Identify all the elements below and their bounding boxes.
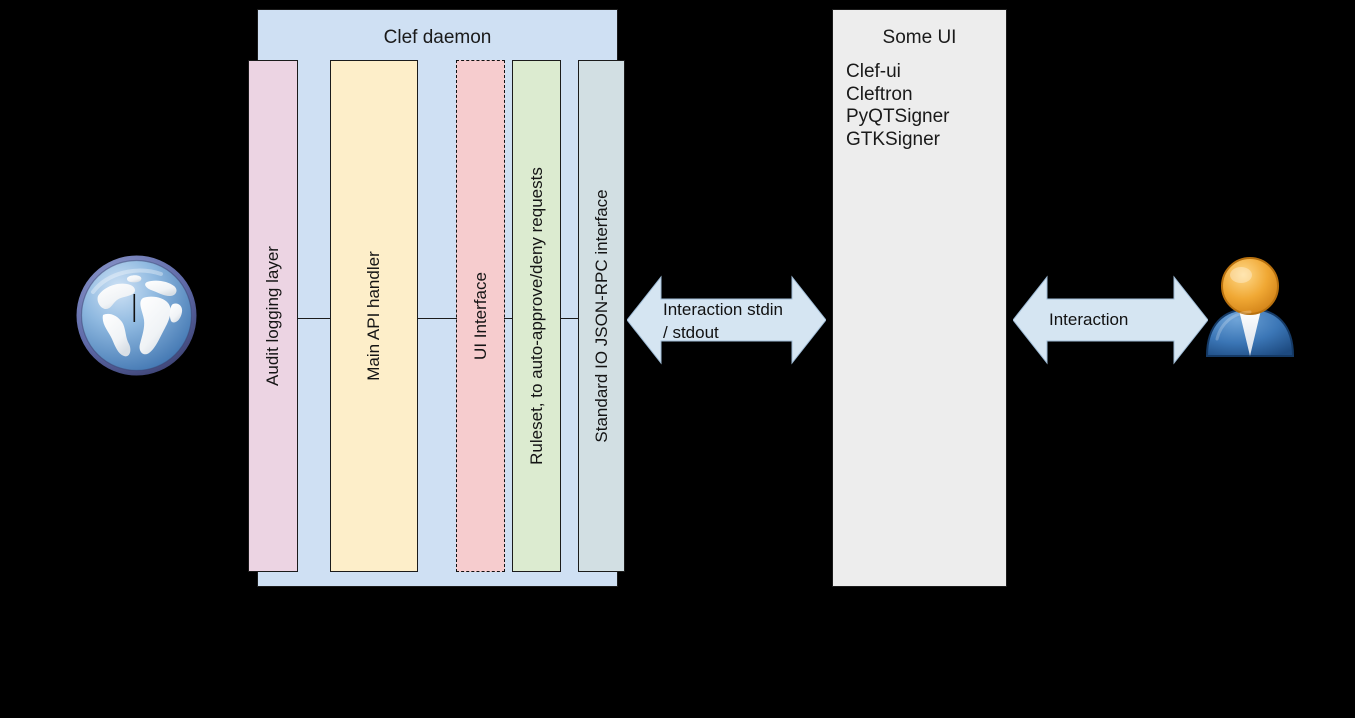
some-ui-container: Some UI Clef-ui Cleftron PyQTSigner GTKS… <box>832 9 1007 587</box>
stdin-stdout-arrow-label: Interaction stdin / stdout <box>663 300 784 342</box>
column-label: Ruleset, to auto-approve/deny requests <box>526 167 546 465</box>
clef-daemon-container: Clef daemon <box>257 9 618 587</box>
interaction-arrow[interactable]: Interaction <box>1013 272 1208 368</box>
clef-daemon-title: Clef daemon <box>383 27 492 48</box>
globe-icon <box>73 252 200 379</box>
list-item: PyQTSigner <box>846 106 950 127</box>
interaction-arrow-label: Interaction <box>1049 310 1129 329</box>
column-label: UI Interface <box>470 272 490 360</box>
connector-ui-to-ruleset <box>504 318 513 319</box>
connector-audit-to-api <box>297 318 331 319</box>
connector-ruleset-to-stdio <box>560 318 579 319</box>
column-label: Audit logging layer <box>263 246 282 386</box>
some-ui-list: Clef-ui Cleftron PyQTSigner GTKSigner <box>846 61 949 151</box>
connector-api-to-ui <box>417 318 457 319</box>
column-main-api-handler[interactable]: Main API handler <box>330 60 418 572</box>
list-item: Cleftron <box>846 83 913 105</box>
column-standard-io-jsonrpc[interactable]: Standard IO JSON-RPC interface <box>578 60 625 572</box>
column-ui-interface[interactable]: UI Interface <box>456 60 505 572</box>
list-item: GTKSigner <box>846 128 940 150</box>
column-audit-logging-layer[interactable]: Audit logging layer <box>248 60 298 572</box>
stdin-stdout-arrow[interactable]: Interaction stdin / stdout <box>627 272 826 368</box>
list-item: Clef-ui <box>846 61 901 82</box>
column-label: Main API handler <box>364 251 383 381</box>
column-ruleset[interactable]: Ruleset, to auto-approve/deny requests <box>512 60 561 572</box>
some-ui-title: Some UI <box>882 27 957 48</box>
user-icon <box>1203 253 1297 358</box>
column-label: Standard IO JSON-RPC interface <box>591 189 611 443</box>
